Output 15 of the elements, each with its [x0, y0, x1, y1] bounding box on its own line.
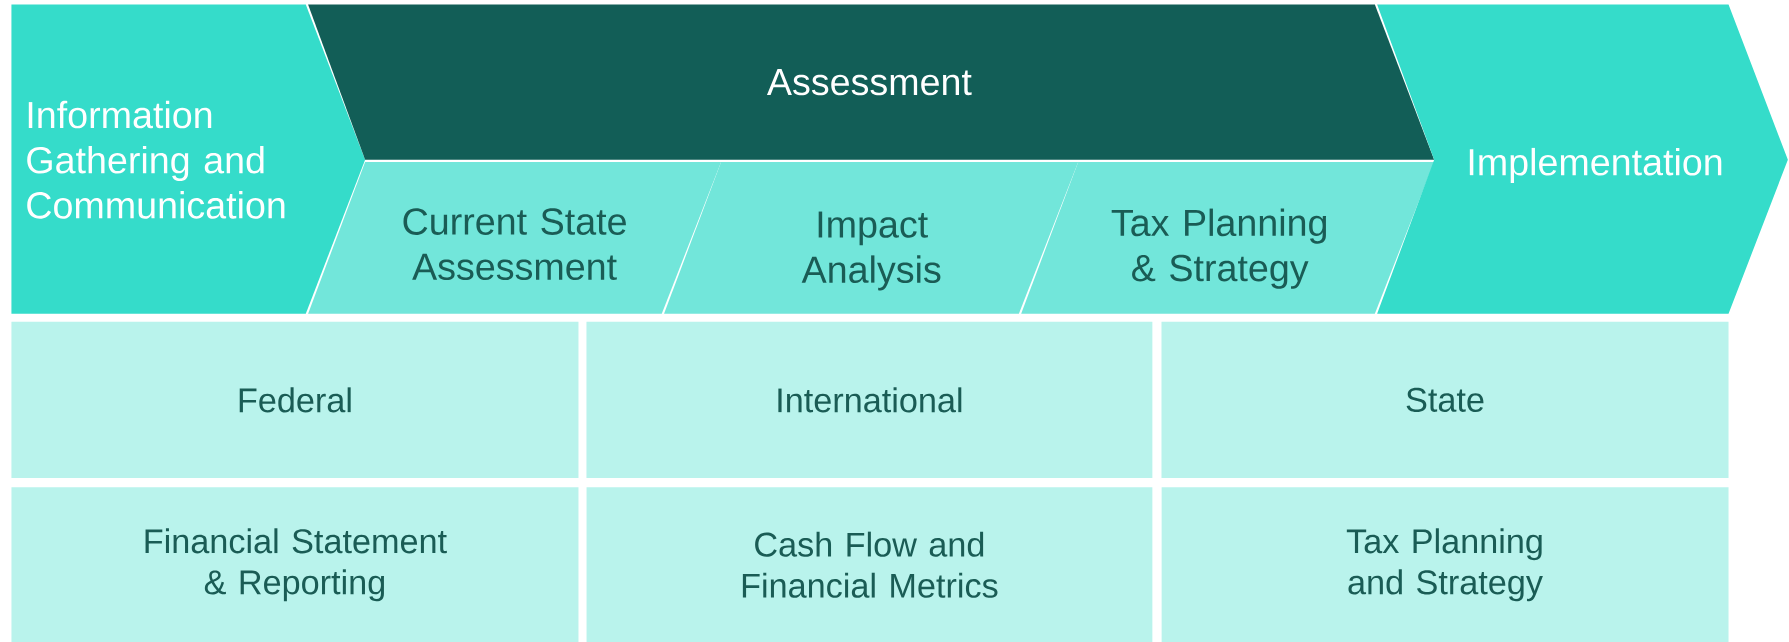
parallelogram: Current State Assessment: [308, 161, 722, 314]
node-label: Impact Analysis: [801, 211, 941, 291]
grid-cell: State: [1161, 321, 1729, 478]
grid-cell: Financial Statement & Reporting: [11, 487, 579, 642]
node-label: Current State Assessment: [403, 208, 626, 280]
grid-cell: Tax Planning and Strategy: [1161, 487, 1729, 642]
grid-cell: Cash Flow and Financial Metrics: [586, 487, 1153, 642]
banner: Assessment: [308, 4, 1435, 160]
grid-cell: Federal: [11, 321, 579, 478]
chevron: Implementation: [1377, 4, 1788, 314]
node-label: Tax Planning & Strategy: [1111, 208, 1327, 289]
grid-cell: International: [586, 321, 1153, 478]
parallelogram: Impact Analysis: [664, 161, 1079, 314]
chevron: Information Gathering and Communication: [11, 4, 366, 314]
parallelogram: Tax Planning & Strategy: [1021, 161, 1435, 314]
